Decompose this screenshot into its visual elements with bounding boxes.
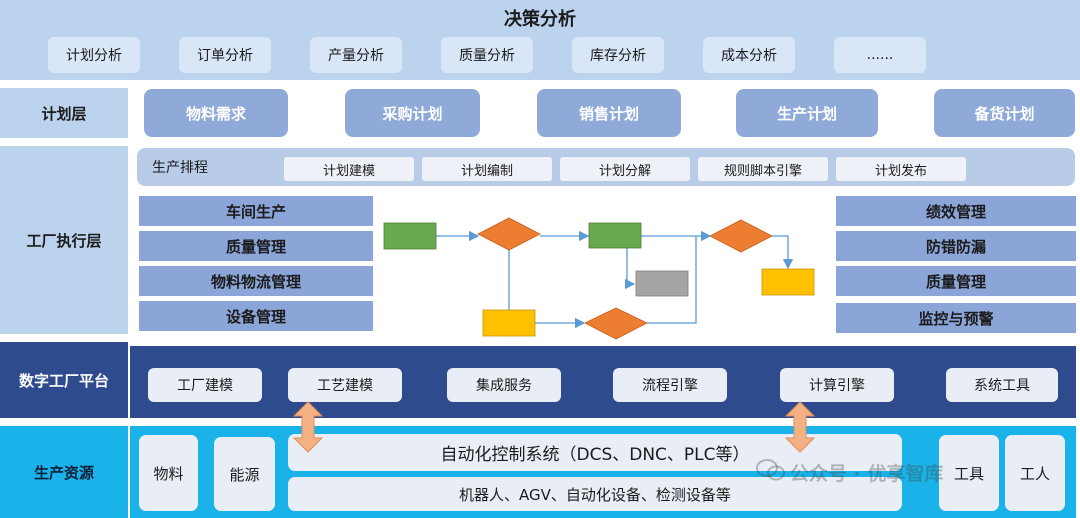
wechat-icon	[756, 459, 785, 481]
resource-equipment[interactable]: 机器人、AGV、自动化设备、检测设备等	[288, 477, 902, 511]
digital-item-factory-modeling[interactable]: 工厂建模	[148, 368, 262, 402]
layer-label-digital: 数字工厂平台	[0, 342, 128, 418]
resource-tools[interactable]: 工具	[939, 435, 999, 511]
flow-decision-3	[584, 307, 648, 340]
flow-node-yellow-1	[761, 268, 815, 296]
layer-label-plan: 计划层	[0, 88, 128, 138]
digital-platform-band	[130, 346, 1076, 418]
decision-item-output-analysis[interactable]: 产量分析	[310, 37, 402, 73]
double-arrow-icon	[784, 401, 816, 453]
layer-label-resource: 生产资源	[0, 426, 128, 518]
flow-decision-1	[477, 217, 541, 251]
schedule-item-plan-modeling[interactable]: 计划建模	[284, 157, 414, 181]
resource-workers[interactable]: 工人	[1005, 435, 1065, 511]
watermark-text: 公众号 · 优享智库	[790, 462, 944, 485]
flow-node-green-1	[383, 222, 437, 250]
decision-item-quality-analysis[interactable]: 质量分析	[441, 37, 533, 73]
decision-item-order-analysis[interactable]: 订单分析	[179, 37, 271, 73]
decision-analysis-title: 决策分析	[504, 9, 576, 30]
schedule-item-plan-compile[interactable]: 计划编制	[422, 157, 552, 181]
flow-connector	[624, 248, 636, 290]
plan-item-stock-plan[interactable]: 备货计划	[934, 89, 1075, 137]
resource-energy[interactable]: 能源	[214, 437, 275, 511]
plan-item-purchase-plan[interactable]: 采购计划	[345, 89, 480, 137]
factory-item-material-logistics[interactable]: 物料物流管理	[139, 266, 373, 296]
factory-item-monitoring-warning[interactable]: 监控与预警	[836, 303, 1076, 333]
flow-node-green-2	[588, 222, 642, 249]
factory-item-quality-management[interactable]: 质量管理	[139, 231, 373, 261]
digital-item-integration-service[interactable]: 集成服务	[447, 368, 561, 402]
plan-item-material-demand[interactable]: 物料需求	[144, 89, 288, 137]
factory-item-quality-management-right[interactable]: 质量管理	[836, 266, 1076, 296]
factory-item-error-proofing[interactable]: 防错防漏	[836, 231, 1076, 261]
flow-node-yellow-2	[482, 309, 536, 337]
decision-item-more[interactable]: ......	[834, 37, 926, 73]
production-schedule-label: 生产排程	[152, 160, 208, 176]
double-arrow-icon	[292, 401, 324, 453]
factory-item-equipment-management[interactable]: 设备管理	[139, 301, 373, 331]
flow-node-gray	[635, 270, 689, 297]
schedule-item-rule-script-engine[interactable]: 规则脚本引擎	[698, 157, 828, 181]
digital-item-workflow-engine[interactable]: 流程引擎	[613, 368, 727, 402]
flow-decision-2	[709, 219, 773, 253]
decision-item-inventory-analysis[interactable]: 库存分析	[572, 37, 664, 73]
flow-connector	[646, 236, 697, 324]
schedule-item-plan-decompose[interactable]: 计划分解	[560, 157, 690, 181]
plan-item-sales-plan[interactable]: 销售计划	[537, 89, 681, 137]
layer-label-factory: 工厂执行层	[0, 146, 128, 334]
decision-item-plan-analysis[interactable]: 计划分析	[48, 37, 140, 73]
factory-item-performance-management[interactable]: 绩效管理	[836, 196, 1076, 226]
factory-item-workshop-production[interactable]: 车间生产	[139, 196, 373, 226]
digital-item-compute-engine[interactable]: 计算引擎	[780, 368, 894, 402]
decision-item-cost-analysis[interactable]: 成本分析	[703, 37, 795, 73]
digital-item-process-modeling[interactable]: 工艺建模	[288, 368, 402, 402]
flow-connector	[770, 235, 794, 270]
schedule-item-plan-publish[interactable]: 计划发布	[836, 157, 966, 181]
resource-material[interactable]: 物料	[139, 435, 198, 511]
digital-item-system-tools[interactable]: 系统工具	[946, 368, 1058, 402]
plan-item-production-plan[interactable]: 生产计划	[736, 89, 878, 137]
